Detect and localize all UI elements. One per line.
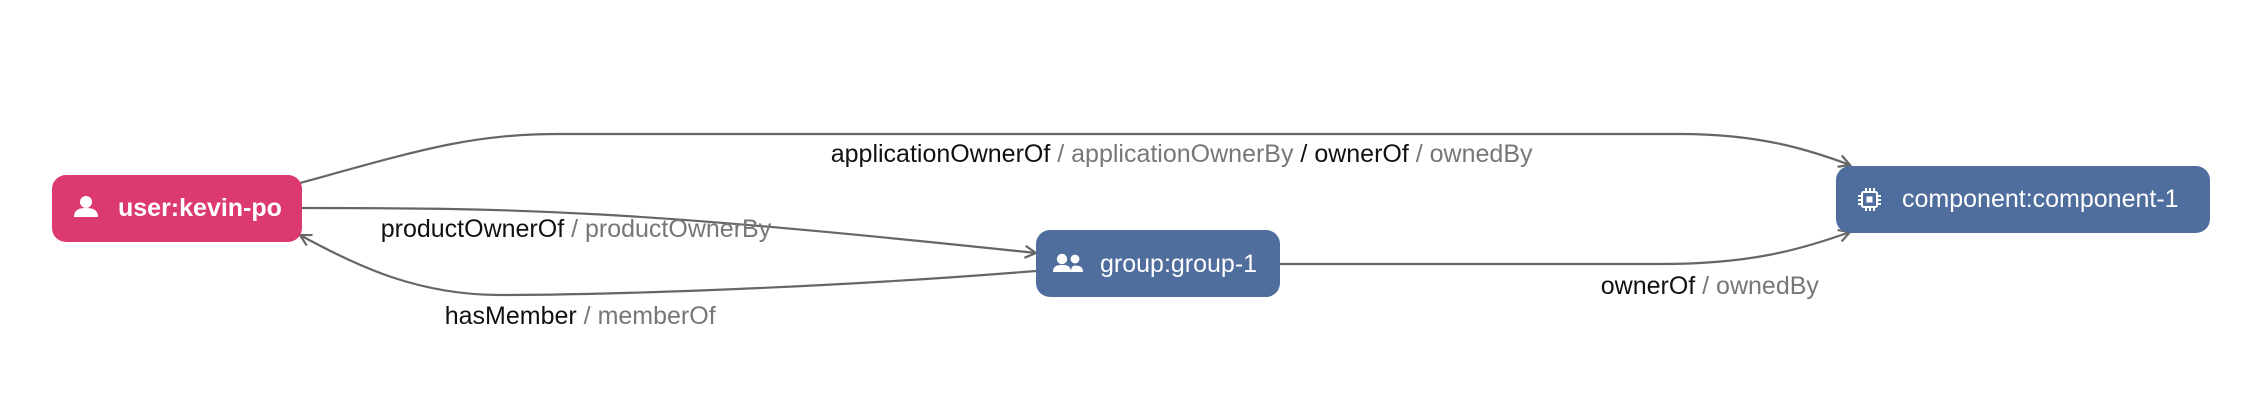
edge-label-group-component: ownerOf / ownedBy — [1566, 272, 1840, 300]
label-part: / ownedBy — [1695, 272, 1819, 300]
label-part: ownerOf — [1601, 272, 1696, 300]
node-user[interactable]: user:kevin-po — [52, 175, 302, 242]
node-group[interactable]: group:group-1 — [1036, 230, 1280, 297]
label-part: applicationOwnerOf — [831, 140, 1051, 168]
node-user-label: user:kevin-po — [118, 194, 282, 222]
node-group-box[interactable] — [1036, 230, 1280, 297]
label-part: hasMember — [445, 302, 577, 330]
node-component-box[interactable] — [1836, 166, 2210, 233]
node-component[interactable]: component:component-1 — [1836, 166, 2210, 233]
person-icon — [74, 196, 98, 217]
label-part: productOwnerOf — [381, 215, 564, 243]
node-group-label: group:group-1 — [1100, 250, 1257, 278]
group-icon — [1053, 253, 1083, 272]
edge-user-to-component[interactable] — [299, 132, 1850, 185]
label-part: / ownerOf — [1293, 140, 1408, 168]
label-part: / ownedBy — [1409, 140, 1533, 168]
edge-label-group-user: hasMember / memberOf — [410, 302, 737, 330]
node-user-box[interactable] — [52, 175, 302, 242]
label-part: / productOwnerBy — [564, 215, 772, 243]
label-part: / applicationOwnerBy — [1050, 140, 1294, 168]
edge-label-user-component: applicationOwnerOf / applicationOwnerBy … — [796, 140, 1553, 168]
edge-label-user-group: productOwnerOf / productOwnerBy — [346, 215, 792, 243]
node-component-label: component:component-1 — [1902, 185, 2179, 213]
edge-group-to-user[interactable] — [300, 235, 1037, 297]
chip-icon — [1858, 188, 1881, 211]
edge-group-to-component[interactable] — [1278, 232, 1850, 266]
edge-user-to-group[interactable] — [299, 206, 1036, 253]
label-part: / memberOf — [577, 302, 716, 330]
